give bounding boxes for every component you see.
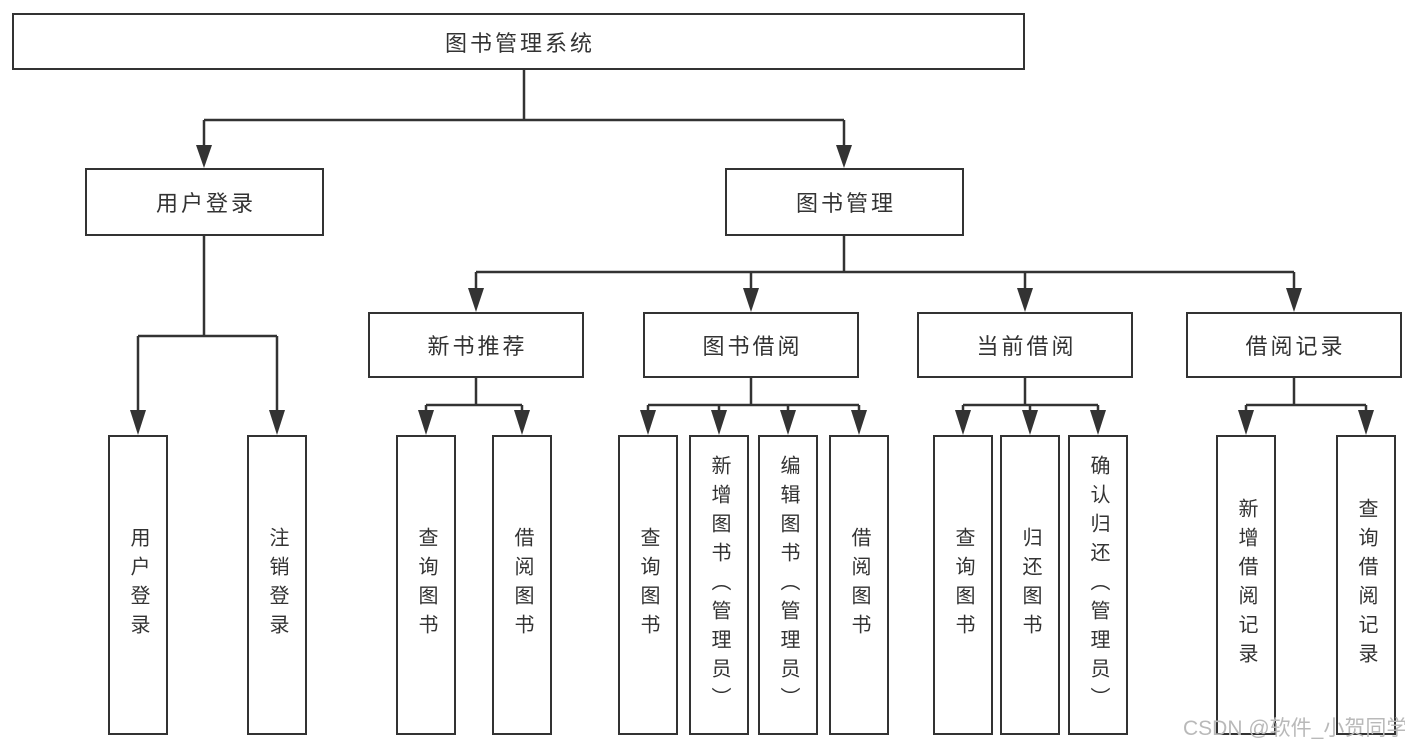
leaf-borrow-books-borrowing: 借阅图书 — [829, 435, 889, 735]
node-label: 图书管理系统 — [444, 30, 595, 56]
leaf-query-books-current: 查询图书 — [933, 435, 993, 735]
node-label: 编辑图书（管理员） — [777, 454, 799, 716]
leaf-borrow-books-recommend: 借阅图书 — [492, 435, 552, 735]
watermark: CSDN @软件_小贺同学 — [1183, 717, 1405, 740]
leaf-add-book-admin: 新增图书（管理员） — [689, 435, 749, 735]
node-label: 新书推荐 — [427, 334, 528, 359]
node-borrowing-records: 借阅记录 — [1186, 312, 1402, 378]
node-label: 图书借阅 — [702, 334, 803, 359]
leaf-confirm-return-admin: 确认归还（管理员） — [1068, 435, 1128, 735]
node-label: 借阅图书 — [848, 527, 870, 643]
node-label: 归还图书 — [1019, 527, 1041, 643]
node-label: 查询图书 — [415, 527, 437, 643]
node-current-borrowing: 当前借阅 — [917, 312, 1133, 378]
node-library-system: 图书管理系统 — [12, 13, 1025, 70]
node-label: 注销登录 — [266, 527, 288, 643]
node-book-borrowing: 图书借阅 — [643, 312, 859, 378]
leaf-query-books-borrowing: 查询图书 — [618, 435, 678, 735]
leaf-user-login: 用户登录 — [108, 435, 168, 735]
node-label: 图书管理 — [795, 191, 896, 216]
node-label: 查询图书 — [637, 527, 659, 643]
node-label: 借阅记录 — [1245, 334, 1346, 359]
arrowheads — [130, 145, 1374, 435]
leaf-return-books: 归还图书 — [1000, 435, 1060, 735]
leaf-add-borrow-record: 新增借阅记录 — [1216, 435, 1276, 735]
leaf-query-books-recommend: 查询图书 — [396, 435, 456, 735]
node-book-management: 图书管理 — [725, 168, 964, 236]
node-label: 查询借阅记录 — [1355, 498, 1377, 672]
node-user-login: 用户登录 — [85, 168, 324, 236]
node-label: 新增借阅记录 — [1235, 498, 1257, 672]
node-label: 查询图书 — [952, 527, 974, 643]
node-label: 新增图书（管理员） — [708, 454, 730, 716]
node-new-book-recommendation: 新书推荐 — [368, 312, 584, 378]
node-label: 借阅图书 — [511, 527, 533, 643]
node-label: 用户登录 — [155, 191, 256, 216]
node-label: 用户登录 — [127, 527, 149, 643]
leaf-logout: 注销登录 — [247, 435, 307, 735]
leaf-query-borrow-record: 查询借阅记录 — [1336, 435, 1396, 735]
node-label: 确认归还（管理员） — [1087, 454, 1109, 716]
node-label: 当前借阅 — [976, 334, 1077, 359]
leaf-edit-book-admin: 编辑图书（管理员） — [758, 435, 818, 735]
